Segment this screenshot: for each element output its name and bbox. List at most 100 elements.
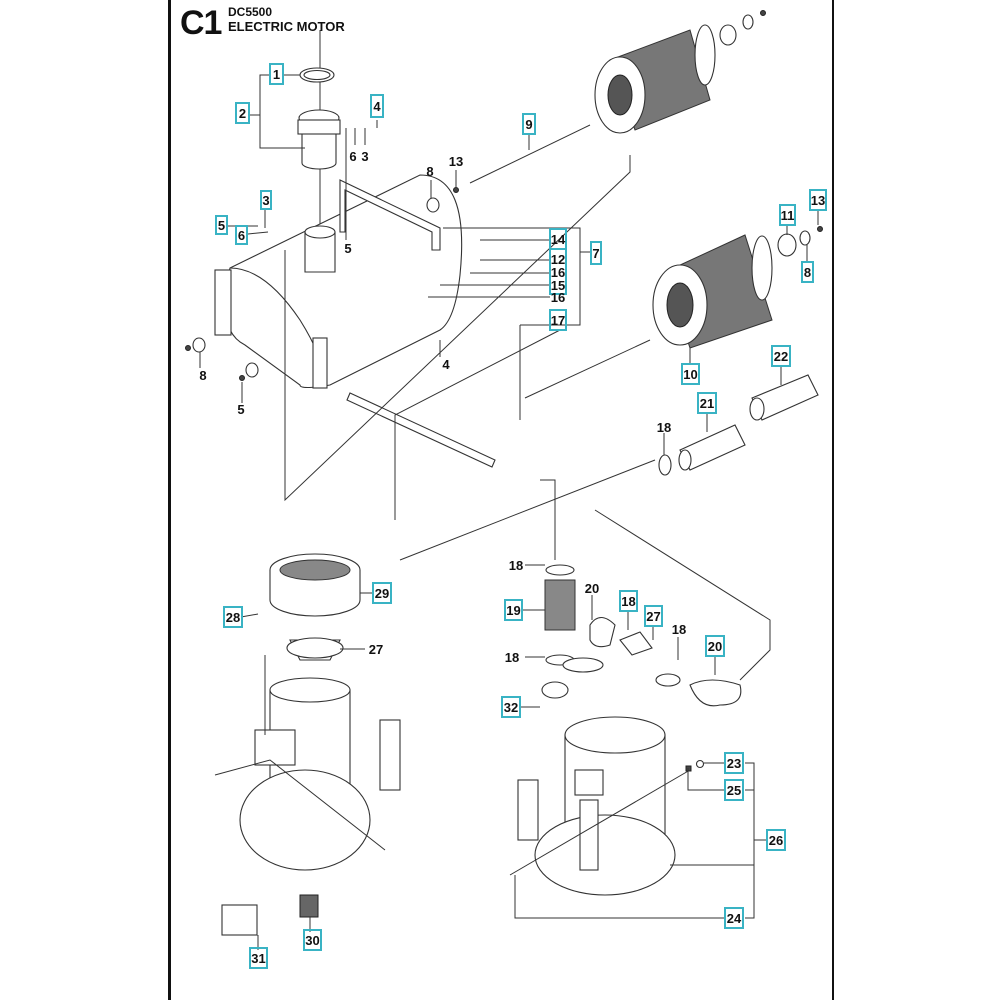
tube-end (678, 449, 692, 471)
terminal-block-part (299, 894, 319, 918)
sleeve-end (749, 397, 765, 421)
callout-6-boxed[interactable]: 6 (235, 225, 248, 245)
callout-label: 18 (505, 650, 519, 665)
callout-27-right[interactable]: 27 (644, 605, 663, 627)
callout-10[interactable]: 10 (681, 363, 700, 385)
callout-label: 16 (551, 290, 565, 305)
callout-14[interactable]: 14 (549, 228, 567, 250)
assembly-line (594, 509, 771, 681)
callout-label: 28 (226, 610, 240, 625)
callout-label: 3 (262, 193, 269, 208)
callout-3-boxed[interactable]: 3 (260, 190, 272, 210)
callout-label: 18 (509, 558, 523, 573)
rod-line (524, 339, 651, 399)
callout-label: 6 (238, 228, 245, 243)
motor-right (509, 564, 742, 896)
tank-bracket-right (312, 337, 328, 389)
callout-25[interactable]: 25 (724, 779, 744, 801)
callout-11[interactable]: 11 (779, 204, 796, 226)
callout-12[interactable]: 12 (549, 248, 567, 295)
callout-label: 29 (375, 586, 389, 601)
callout-3[interactable]: 3 (361, 149, 368, 164)
model-name: DC5500 (228, 5, 273, 19)
clamp-part (658, 454, 672, 476)
part-drawings (185, 10, 823, 936)
callout-17[interactable]: 17 (549, 309, 567, 331)
callout-label: 10 (683, 367, 697, 382)
callout-8[interactable]: 8 (426, 164, 433, 179)
callout-label: 12 (551, 252, 565, 267)
filter-cartridge-top (594, 10, 766, 134)
callout-8-left[interactable]: 8 (199, 368, 206, 383)
callout-label: 30 (305, 933, 319, 948)
callout-32[interactable]: 32 (501, 696, 521, 718)
callout-label: 6 (349, 149, 356, 164)
callout-label: 17 (551, 313, 565, 328)
long-rod-part (346, 392, 496, 468)
callout-20-boxed[interactable]: 20 (705, 635, 725, 657)
callout-15[interactable]: 15 (551, 278, 565, 293)
callout-5-left[interactable]: 5 (237, 402, 244, 417)
callout-label: 22 (774, 349, 788, 364)
callout-18-lower[interactable]: 18 (505, 650, 519, 665)
callout-label: 3 (361, 149, 368, 164)
callout-label: 27 (369, 642, 383, 657)
callout-label: 26 (769, 833, 783, 848)
assembly-line (540, 479, 556, 560)
motor-left (214, 553, 401, 871)
tank-bracket-left (214, 269, 232, 336)
callout-23[interactable]: 23 (724, 752, 744, 774)
callout-label: 5 (344, 241, 351, 256)
callout-label: 5 (218, 218, 225, 233)
page-border-left (168, 0, 171, 1000)
callout-label: 27 (646, 609, 660, 624)
callout-21[interactable]: 21 (697, 392, 717, 414)
section-code: C1 (180, 4, 222, 42)
callout-7[interactable]: 7 (590, 241, 602, 265)
callout-16a[interactable]: 16 (551, 265, 565, 280)
callout-5-boxed[interactable]: 5 (215, 215, 228, 235)
callout-label: 18 (657, 420, 671, 435)
callout-18-top[interactable]: 18 (509, 558, 523, 573)
callout-18-boxed[interactable]: 18 (619, 590, 638, 612)
callout-24[interactable]: 24 (724, 907, 744, 929)
callout-30[interactable]: 30 (303, 929, 322, 951)
callout-27-left[interactable]: 27 (369, 642, 383, 657)
cup-clamp (297, 119, 341, 135)
callout-28[interactable]: 28 (223, 606, 243, 628)
callout-label: 1 (273, 67, 280, 82)
callout-label: 16 (551, 265, 565, 280)
callout-label: 2 (239, 106, 246, 121)
callout-20-elbow[interactable]: 20 (585, 581, 599, 596)
callout-13[interactable]: 13 (449, 154, 463, 169)
callout-4[interactable]: 4 (370, 94, 384, 118)
tank-inlet-top (304, 225, 336, 239)
callout-label: 18 (621, 594, 635, 609)
callout-18-right[interactable]: 18 (672, 622, 686, 637)
callout-18-tube[interactable]: 18 (657, 420, 671, 435)
rod-part (469, 124, 591, 184)
callout-19[interactable]: 19 (504, 599, 523, 621)
washer (192, 337, 206, 353)
washer (426, 197, 440, 213)
callout-2[interactable]: 2 (235, 102, 250, 124)
callout-16b[interactable]: 16 (551, 290, 565, 305)
callout-4-bottom[interactable]: 4 (442, 357, 450, 372)
callout-5[interactable]: 5 (344, 241, 351, 256)
callout-26[interactable]: 26 (766, 829, 786, 851)
callout-1[interactable]: 1 (269, 63, 284, 85)
callout-label: 4 (373, 99, 381, 114)
nut (453, 187, 459, 193)
callout-31[interactable]: 31 (249, 947, 268, 969)
callout-29[interactable]: 29 (372, 582, 392, 604)
callout-13-right[interactable]: 13 (809, 189, 827, 211)
nut (185, 345, 191, 351)
section-title: ELECTRIC MOTOR (228, 19, 345, 34)
callout-label: 15 (551, 278, 565, 293)
callout-label: 24 (727, 911, 742, 926)
callout-8-right[interactable]: 8 (801, 261, 814, 283)
callout-9[interactable]: 9 (522, 113, 536, 135)
leader-lines (199, 74, 819, 950)
callout-6[interactable]: 6 (349, 149, 356, 164)
callout-22[interactable]: 22 (771, 345, 791, 367)
